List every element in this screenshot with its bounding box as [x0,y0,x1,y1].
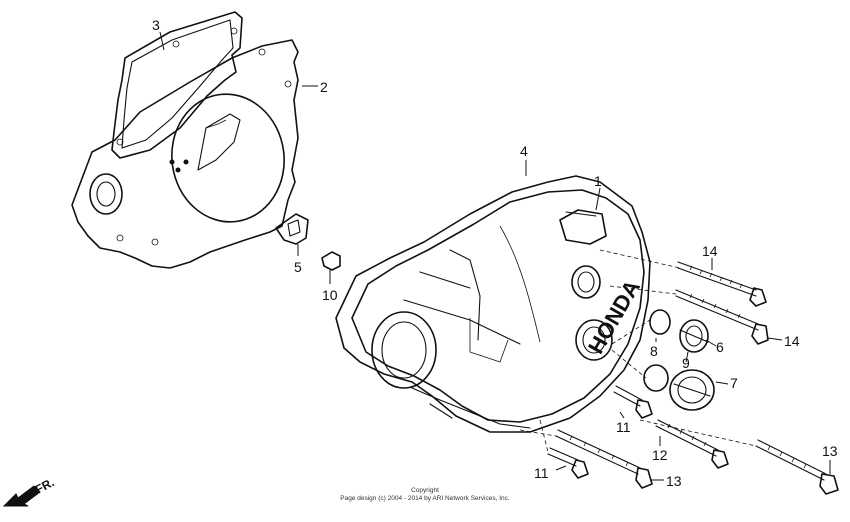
front-direction-indicator: FR. [2,475,56,507]
clip-part-5 [275,213,309,245]
callout-6: 6 [716,339,724,355]
gasket-part-3 [111,11,243,159]
bolt-part-13-lower [555,429,653,489]
bolt-part-11-lower [547,447,589,479]
callout-13-right: 13 [822,443,838,459]
bolt-part-14-upper [677,261,767,307]
bolt-part-13-right [755,439,839,495]
callout-14-lower: 14 [784,333,800,349]
callout-1: 1 [594,173,602,189]
callout-11-upper: 11 [616,419,631,435]
callout-leaders [159,31,831,481]
bolt-part-12 [655,419,729,469]
callout-11-lower: 11 [534,465,549,481]
plug-part-6 [679,319,709,353]
bolt-part-11-upper [613,385,653,419]
callout-9: 9 [682,355,690,371]
o-ring-part-8 [643,309,671,392]
callout-10: 10 [322,287,338,303]
plug-part-7 [669,369,715,411]
bolt-part-10 [321,251,341,271]
bolts [547,261,839,495]
callout-12: 12 [652,447,668,463]
alignment-lines [519,249,757,453]
callout-8: 8 [650,343,658,359]
callout-5: 5 [294,259,302,275]
plate-part-2 [71,39,299,269]
callout-labels: 3 2 5 10 4 1 14 14 6 8 9 7 11 12 13 11 1… [152,17,838,489]
callout-4: 4 [520,143,528,159]
copyright-line: Page design (c) 2004 - 2014 by ARI Netwo… [340,495,510,502]
copyright-footer: Copyright Page design (c) 2004 - 2014 by… [340,487,510,502]
left-crankcase-cover-part-1: HONDA [335,175,651,433]
callout-7: 7 [730,375,738,391]
callout-13-lower: 13 [666,473,682,489]
copyright-title: Copyright [411,487,439,494]
callout-14-upper: 14 [702,243,718,259]
bolt-part-14-lower [675,289,769,345]
front-arrow-icon [2,485,41,507]
callout-2: 2 [320,79,328,95]
callout-3: 3 [152,17,160,33]
